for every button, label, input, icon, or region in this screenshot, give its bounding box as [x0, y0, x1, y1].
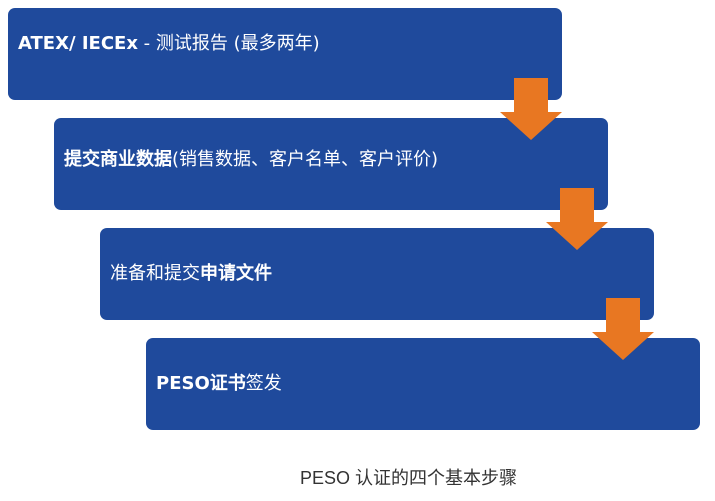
step-1-text: - 测试报告 (最多两年)	[137, 33, 320, 54]
step-1-box: ATEX/ IECEx - 测试报告 (最多两年)	[8, 8, 562, 100]
step-3-text: 准备和提交	[110, 263, 200, 284]
step-3-box: 准备和提交申请文件	[100, 228, 654, 320]
step-4-box: PESO证书签发	[146, 338, 700, 430]
step-4-bold: PESO证书	[156, 373, 246, 394]
step-1-bold: ATEX/ IECEx	[18, 33, 138, 54]
down-arrow-icon	[546, 188, 608, 250]
down-arrow-icon	[592, 298, 654, 360]
figure-caption: PESO 认证的四个基本步骤	[300, 468, 518, 488]
step-4-text: 签发	[245, 373, 282, 394]
down-arrow-icon	[500, 78, 562, 140]
step-2-text: (销售数据、客户名单、客户评价)	[172, 149, 439, 170]
step-2-bold: 提交商业数据	[64, 149, 172, 170]
step-3-bold: 申请文件	[200, 263, 272, 284]
step-2-box: 提交商业数据(销售数据、客户名单、客户评价)	[54, 118, 608, 210]
